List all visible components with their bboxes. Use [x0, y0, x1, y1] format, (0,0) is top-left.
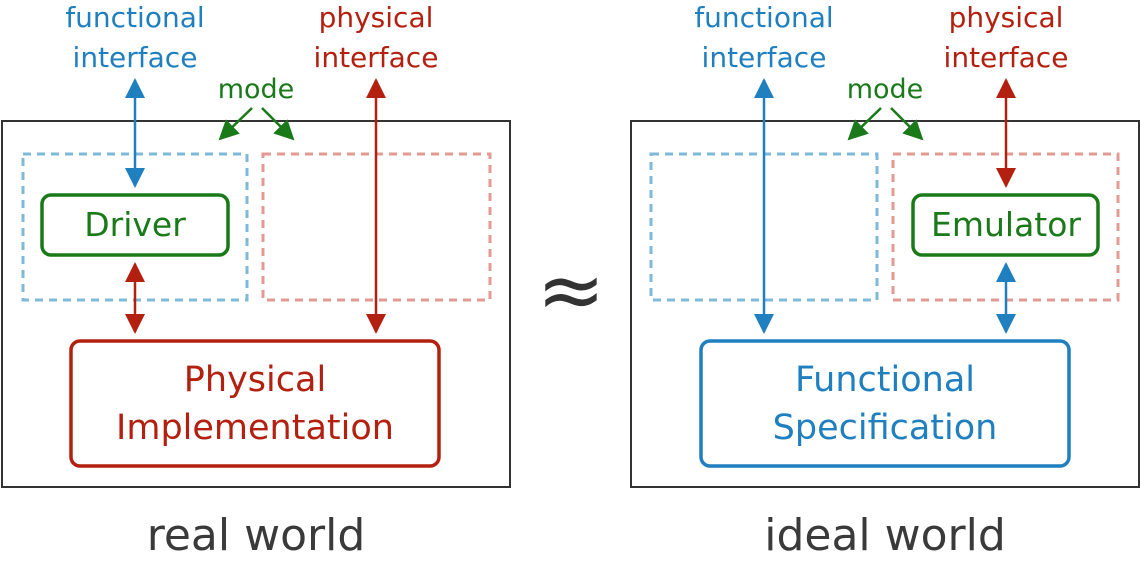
real-world-frame [1, 120, 511, 488]
functional-specification-label: Functional [795, 360, 975, 400]
physical-implementation-label: Physical [184, 360, 326, 400]
approx-symbol: ≈ [537, 243, 606, 338]
real-world-caption: real world [147, 510, 366, 561]
ideal-world-frame [630, 120, 1140, 488]
functional-interface-label: functional [65, 1, 204, 34]
driver-label: Driver [84, 205, 186, 244]
ideal-world-caption: ideal world [764, 510, 1006, 561]
mode-arrow-to-physical [890, 107, 924, 141]
mode-arrow-to-physical [261, 107, 295, 141]
real-world-panel: functional interface physical interface … [1, 1, 511, 561]
mode-arrow-to-functional [218, 107, 253, 141]
functional-interface-label-line2: interface [73, 41, 198, 74]
physical-interface-label-line2: interface [944, 41, 1069, 74]
mode-label: mode [847, 74, 924, 105]
physical-implementation-label-line2: Implementation [116, 408, 394, 448]
functional-interface-label: functional [694, 1, 833, 34]
ideal-world-panel: functional interface physical interface … [630, 1, 1140, 561]
physical-interface-label: physical [949, 1, 1064, 34]
functional-specification-label-line2: Specification [773, 408, 998, 448]
physical-interface-label: physical [319, 1, 434, 34]
physical-implementation-box [69, 339, 441, 468]
mode-arrow-to-functional [847, 107, 882, 141]
functional-interface-label-line2: interface [702, 41, 827, 74]
mode-label: mode [218, 74, 295, 105]
emulator-label: Emulator [931, 205, 1081, 244]
functional-specification-box [699, 339, 1071, 468]
driver-box [40, 193, 230, 257]
emulator-box [911, 193, 1100, 257]
physical-interface-label-line2: interface [314, 41, 439, 74]
